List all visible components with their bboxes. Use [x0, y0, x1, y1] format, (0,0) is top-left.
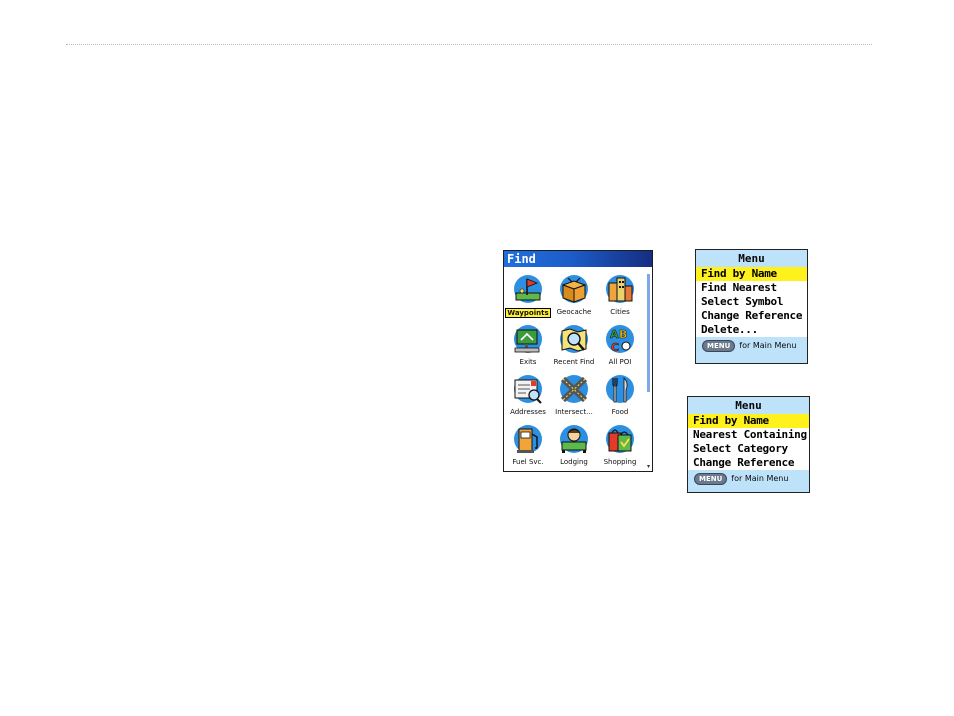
- waypoints-options-menu: Menu Find by Name Find Nearest Select Sy…: [695, 249, 808, 364]
- menu-item-find-by-name[interactable]: Find by Name: [688, 414, 809, 428]
- fuel-pump-icon: [510, 423, 546, 457]
- find-item-label: Exits: [519, 358, 537, 366]
- menu-footer-text: for Main Menu: [739, 341, 797, 350]
- top-dotted-rule: [66, 44, 872, 45]
- find-item-shopping[interactable]: Shopping: [597, 421, 643, 471]
- find-title-bar: Find: [504, 251, 652, 267]
- find-item-food[interactable]: Food: [597, 371, 643, 421]
- find-scrollbar[interactable]: ▾: [646, 268, 651, 470]
- menu-key-icon: MENU: [694, 472, 728, 485]
- menu-item-select-category[interactable]: Select Category: [693, 442, 788, 455]
- svg-text:A: A: [610, 328, 619, 341]
- find-item-label: Addresses: [510, 408, 546, 416]
- menu-footer: MENU for Main Menu: [696, 337, 807, 354]
- menu-option-list: Find by Name Find Nearest Select Symbol …: [696, 267, 807, 337]
- food-fork-knife-icon: [602, 373, 638, 407]
- find-item-label: All POI: [608, 358, 632, 366]
- menu-item-select-symbol[interactable]: Select Symbol: [701, 295, 784, 308]
- menu-title: Menu: [738, 252, 765, 265]
- menu-item-nearest-containing[interactable]: Nearest Containing...: [693, 428, 809, 441]
- menu-item-change-reference[interactable]: Change Reference: [701, 309, 803, 322]
- menu-key-icon: MENU: [702, 339, 736, 352]
- svg-text:B: B: [619, 328, 627, 341]
- find-item-label: Cities: [610, 308, 630, 316]
- find-item-intersections[interactable]: Intersect...: [551, 371, 597, 421]
- geocache-box-icon: [556, 273, 592, 307]
- find-item-waypoints[interactable]: Waypoints: [505, 271, 551, 321]
- find-item-addresses[interactable]: Addresses: [505, 371, 551, 421]
- menu-title: Menu: [735, 399, 762, 412]
- addresses-icon: [510, 373, 546, 407]
- menu-footer-text: for Main Menu: [731, 474, 789, 483]
- recent-find-map-icon: [556, 323, 592, 357]
- find-item-label: Waypoints: [505, 308, 551, 318]
- find-item-lodging[interactable]: Lodging: [551, 421, 597, 471]
- lodging-bed-icon: [556, 423, 592, 457]
- find-item-label: Geocache: [556, 308, 592, 316]
- menu-item-find-nearest[interactable]: Find Nearest: [701, 281, 777, 294]
- scrollbar-thumb[interactable]: [647, 274, 650, 392]
- scroll-down-arrow-icon[interactable]: ▾: [646, 463, 650, 470]
- menu-item-change-reference[interactable]: Change Reference: [693, 456, 795, 469]
- find-item-all-poi[interactable]: A B C All POI: [597, 321, 643, 371]
- menu-footer: MENU for Main Menu: [688, 470, 809, 487]
- find-category-grid: Waypoints Geocache: [505, 271, 643, 471]
- exits-highway-icon: [510, 323, 546, 357]
- menu-item-find-by-name[interactable]: Find by Name: [696, 267, 807, 281]
- waypoints-flag-icon: [510, 273, 546, 307]
- shopping-bag-icon: [602, 423, 638, 457]
- intersection-icon: [556, 373, 592, 407]
- find-item-geocache[interactable]: Geocache: [551, 271, 597, 321]
- find-item-exits[interactable]: Exits: [505, 321, 551, 371]
- find-item-label: Fuel Svc.: [512, 458, 544, 466]
- find-item-label: Food: [611, 408, 629, 416]
- svg-text:C: C: [611, 341, 619, 354]
- find-screen: Find Waypoints: [503, 250, 653, 472]
- find-item-cities[interactable]: Cities: [597, 271, 643, 321]
- find-item-label: Intersect...: [555, 408, 593, 416]
- menu-option-list: Find by Name Nearest Containing... Selec…: [688, 414, 809, 470]
- poi-options-menu: Menu Find by Name Nearest Containing... …: [687, 396, 810, 493]
- find-item-fuel[interactable]: Fuel Svc.: [505, 421, 551, 471]
- cities-buildings-icon: [602, 273, 638, 307]
- find-item-label: Recent Find: [553, 358, 595, 366]
- menu-item-delete[interactable]: Delete...: [701, 323, 758, 336]
- all-poi-icon: A B C: [602, 323, 638, 357]
- find-item-recent-find[interactable]: Recent Find: [551, 321, 597, 371]
- find-item-label: Lodging: [560, 458, 588, 466]
- find-item-label: Shopping: [603, 458, 637, 466]
